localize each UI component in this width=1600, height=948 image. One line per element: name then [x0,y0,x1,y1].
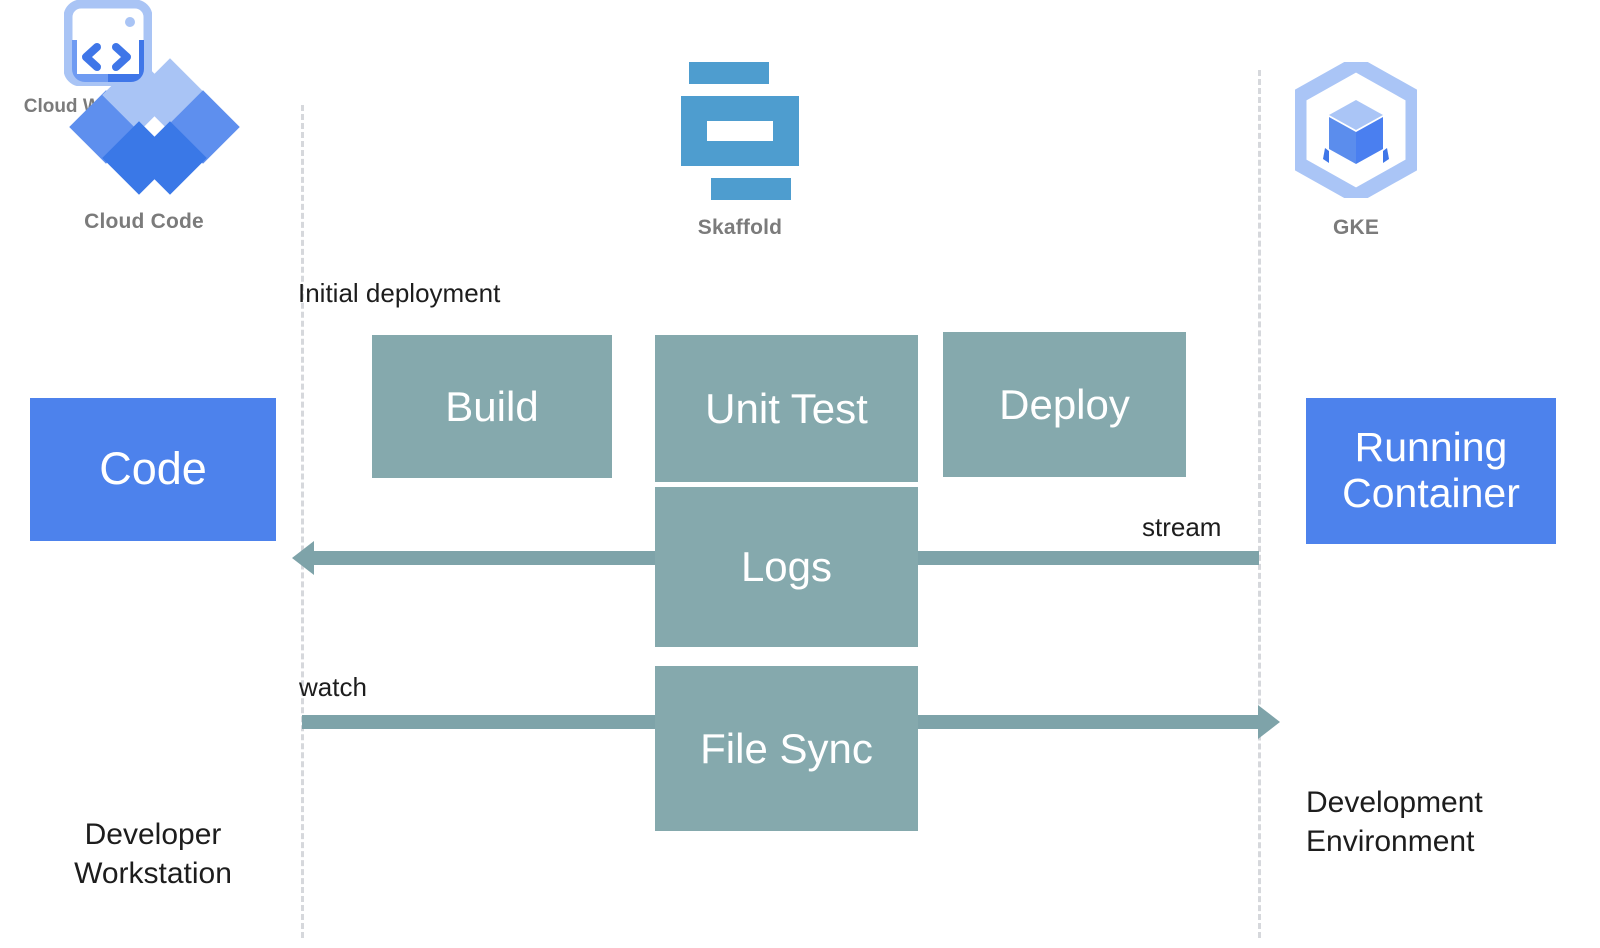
gke-logo-block: GKE [1248,55,1464,240]
file-sync-stage-block[interactable]: File Sync [655,666,918,831]
boundary-line-right [1258,70,1261,938]
build-stage-block[interactable]: Build [372,335,612,478]
skaffold-logo-block: Skaffold [632,62,848,240]
deploy-stage-block[interactable]: Deploy [943,332,1186,477]
development-environment-caption: Development Environment [1306,786,1483,858]
unit-test-stage-block[interactable]: Unit Test [655,335,918,482]
running-container-block[interactable]: Running Container [1306,398,1556,544]
cloud-workstation-icon [63,0,153,87]
gke-label: GKE [1332,216,1380,239]
developer-workstation-caption: Developer Workstation [74,818,232,890]
skaffold-label: Skaffold [697,216,783,239]
cloud-code-label: Cloud Code [84,210,204,233]
code-block[interactable]: Code [30,398,276,541]
skaffold-icon [681,62,799,200]
stream-label: stream [1142,512,1222,542]
cloud-code-logo-block: Cloud Code [36,58,252,234]
initial-deployment-label: Initial deployment [298,278,501,308]
logs-arrow-head [292,541,314,575]
gke-icon [1291,55,1421,205]
watch-label: watch [299,672,367,702]
logs-stage-block[interactable]: Logs [655,487,918,647]
file-sync-arrow-head [1258,705,1280,739]
boundary-line-left [301,105,304,938]
